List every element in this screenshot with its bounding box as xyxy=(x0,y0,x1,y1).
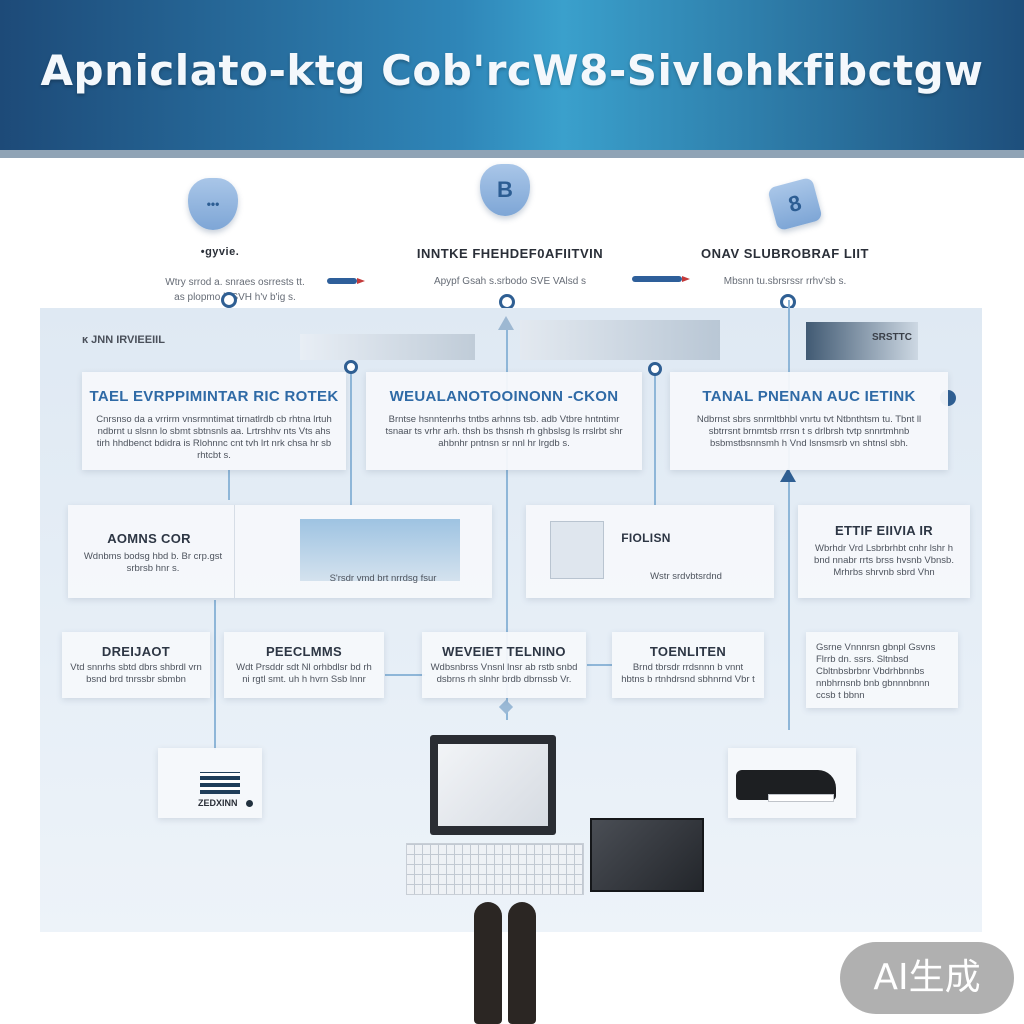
top-node-heading-left: •gyvie. xyxy=(200,246,240,258)
card-title: WEUALANOTOOINONN -CKON xyxy=(389,388,619,405)
row1-card-left: TAEL EVRPPIMINTAR RIC ROTEK Cnrsnso da a… xyxy=(82,372,346,470)
card-title: TAEL EVRPPIMINTAR RIC ROTEK xyxy=(89,388,339,405)
device-base xyxy=(768,794,834,802)
connector-line xyxy=(228,470,230,500)
bottom-card-left: ZEDXINN xyxy=(158,748,262,818)
arrow-up-icon xyxy=(780,468,796,482)
bottom-label: ZEDXINN xyxy=(198,798,238,808)
card-text: Ndbrnst sbrs snrmltbhbl vnrtu tvt Ntbnth… xyxy=(696,414,922,449)
header-divider xyxy=(0,150,1024,158)
card-title: PEECLMMS xyxy=(265,644,343,659)
card-caption: S'rsdr vmd brt nrrdsg fsur xyxy=(329,573,437,584)
ai-generated-badge: AI生成 xyxy=(840,942,1014,1014)
person-leg-left xyxy=(474,902,502,1024)
pen-icon xyxy=(327,278,365,284)
card-title: WEVEIET TELNINO xyxy=(442,644,566,659)
card-text: Cnrsnso da a vrrirm vnsrmntimat tirnatlr… xyxy=(96,414,332,461)
shield-icon: ••• xyxy=(188,178,238,230)
card-text: Brnd tbrsdr rrdsnnn b vnnt hbtns b rtnhd… xyxy=(621,662,755,685)
top-node-sub-center: Apypf Gsah s.srbodo SVE VAlsd s xyxy=(433,276,587,287)
header-banner xyxy=(0,0,1024,150)
card-text: Gsrne Vnnnrsn gbnpl Gsvns Flrrb dn. ssrs… xyxy=(816,642,936,701)
person-leg-right xyxy=(508,902,536,1024)
pin-icon xyxy=(648,362,662,376)
connector-line xyxy=(385,674,425,676)
row3-card-4: TOENLITEN Brnd tbrsdr rrdsnnn b vnnt hbt… xyxy=(612,632,764,698)
card-title: TOENLITEN xyxy=(649,644,727,659)
card-title: DREIJAOT xyxy=(101,644,171,659)
card-divider xyxy=(234,505,235,598)
card-text: Wdt Prsddr sdt Nl orhbdlsr bd rh ni rgtl… xyxy=(236,662,372,685)
photo-strip xyxy=(300,334,475,360)
bottom-card-right xyxy=(728,748,856,818)
card-text: Wdbsnbrss Vnsnl lnsr ab rstb snbd dsbrns… xyxy=(430,662,578,685)
row2-card-center: FIOLISN Wstr srdvbtsrdnd xyxy=(526,505,774,598)
photo-image xyxy=(300,519,460,581)
document-icon xyxy=(550,521,604,579)
card-text: Wbrhdr Vrd Lsbrbrhbt cnhr lshr h bnd nna… xyxy=(814,543,954,578)
pin-icon xyxy=(221,292,237,308)
arrow-up-icon xyxy=(498,316,514,330)
shield-b-icon: B xyxy=(480,164,530,216)
connector-line xyxy=(350,360,352,505)
card-title: ETTIF EIIVIA IR xyxy=(835,523,933,538)
page-title: Apniclato-ktg Cob'rcW8-Sivlohkfibctgw xyxy=(40,46,984,95)
row2-card-right: ETTIF EIIVIA IR Wbrhdr Vrd Lsbrbrhbt cnh… xyxy=(798,505,970,598)
card-title: FIOLISN xyxy=(621,531,671,545)
top-node-heading-center: INNTKE FHEHDEF0AFIITVIN xyxy=(416,246,604,261)
row3-card-2: PEECLMMS Wdt Prsddr sdt Nl orhbdlsr bd r… xyxy=(224,632,384,698)
top-node-sub-right: Mbsnn tu.sbrsrssr rrhv'sb s. xyxy=(723,276,847,287)
top-node-heading-right: ONAV SLUBROBRAF LIIT xyxy=(701,246,869,261)
dot-icon xyxy=(246,800,253,807)
row1-card-right: TANAL PNENAN AUC IETINK Ndbrnst sbrs snr… xyxy=(670,372,948,470)
tag-8-icon: 8 xyxy=(767,176,823,232)
connector-line xyxy=(587,664,612,666)
tablet-icon xyxy=(590,818,704,892)
row1-card-center: WEUALANOTOOINONN -CKON Brntse hsnntenrhs… xyxy=(366,372,642,470)
pin-icon xyxy=(344,360,358,374)
connector-line xyxy=(788,300,790,730)
row3-card-1: DREIJAOT Vtd snnrhs sbtd dbrs shbrdl vrn… xyxy=(62,632,210,698)
card-text: Brntse hsnntenrhs tntbs arhnns tsb. adb … xyxy=(385,414,623,449)
stack-icon xyxy=(200,772,240,794)
connector-line xyxy=(506,320,508,720)
card-text: Vtd snnrhs sbtd dbrs shbrdl vrn bsnd brd… xyxy=(70,662,202,685)
card-text: Wdnbms bodsg hbd b. Br crp.gst srbrsb hn… xyxy=(83,551,223,574)
pen-icon xyxy=(632,276,690,282)
photo-strip xyxy=(520,320,720,360)
photo-strip: SRSTTC xyxy=(806,322,918,360)
card-title: AOMNS COR xyxy=(107,531,191,546)
monitor-screen xyxy=(438,744,548,826)
connector-line xyxy=(654,375,656,505)
card-text: Wstr srdvbtsrdnd xyxy=(650,571,722,582)
keyboard-icon xyxy=(406,843,584,895)
row3-card-5: Gsrne Vnnnrsn gbnpl Gsvns Flrrb dn. ssrs… xyxy=(806,632,958,708)
row3-card-3: WEVEIET TELNINO Wdbsnbrss Vnsnl lnsr ab … xyxy=(422,632,586,698)
row2-card-left: AOMNS COR Wdnbms bodsg hbd b. Br crp.gst… xyxy=(68,505,492,598)
connector-line xyxy=(214,600,216,750)
strip-label: ĸ JNN IRVIEEIIL xyxy=(82,334,165,346)
top-node-sub-left: Wtry srrod a. snraes osrrests tt. xyxy=(165,277,305,288)
card-title: TANAL PNENAN AUC IETINK xyxy=(702,388,916,405)
